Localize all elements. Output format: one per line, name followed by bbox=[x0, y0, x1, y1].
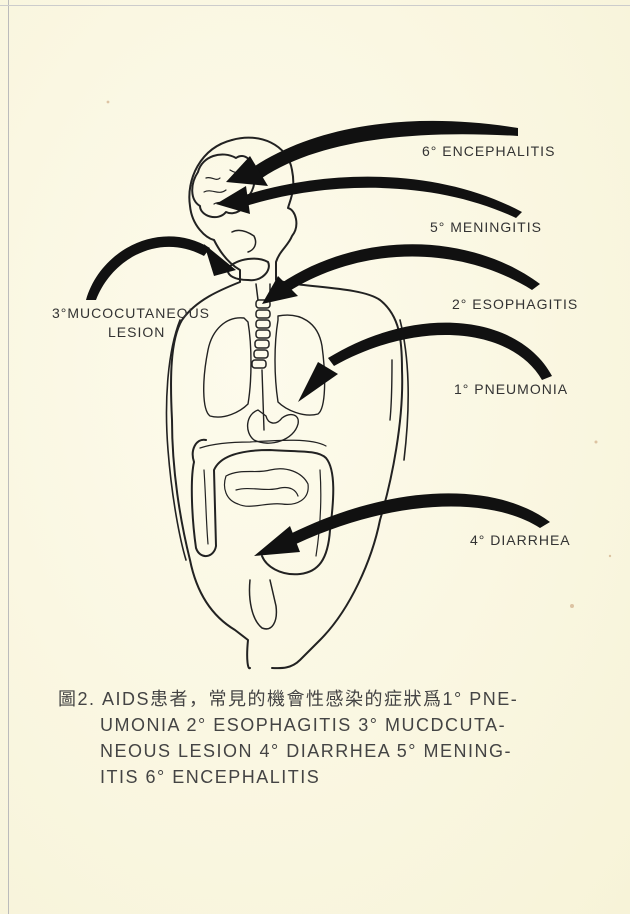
label-esophagitis: 2° ESOPHAGITIS bbox=[452, 296, 578, 312]
caption-line-4: ITIS 6° ENCEPHALITIS bbox=[58, 764, 538, 790]
small-intestine bbox=[225, 469, 309, 507]
caption-line-1: 圖2. AIDS患者，常見的機會性感染的症狀爲1° PNE- bbox=[58, 686, 538, 712]
left-lung bbox=[204, 318, 251, 417]
rectum bbox=[250, 580, 277, 629]
arrow-meningitis bbox=[242, 177, 522, 218]
label-mucocutaneous-2: LESION bbox=[108, 324, 165, 340]
head-outline bbox=[171, 140, 250, 668]
label-meningitis: 5° MENINGITIS bbox=[430, 219, 542, 235]
caption-line-2: UMONIA 2° ESOPHAGITIS 3° MUCDCUTA- bbox=[58, 712, 538, 738]
arrow-esophagitis bbox=[280, 244, 540, 292]
arrow-mucocutaneous bbox=[86, 236, 210, 300]
label-diarrhea: 4° DIARRHEA bbox=[470, 532, 571, 548]
caption-line-3: NEOUS LESION 4° DIARRHEA 5° MENING- bbox=[58, 738, 538, 764]
label-mucocutaneous-1: 3°MUCOCUTANEOUS bbox=[52, 305, 210, 321]
label-pneumonia: 1° PNEUMONIA bbox=[454, 381, 568, 397]
figure-caption: 圖2. AIDS患者，常見的機會性感染的症狀爲1° PNE- UMONIA 2°… bbox=[58, 686, 538, 790]
label-encephalitis: 6° ENCEPHALITIS bbox=[422, 143, 555, 159]
arrow-pneumonia bbox=[328, 323, 552, 380]
head-top bbox=[232, 138, 402, 669]
stomach bbox=[248, 410, 299, 443]
esophagus-segments bbox=[252, 300, 270, 368]
